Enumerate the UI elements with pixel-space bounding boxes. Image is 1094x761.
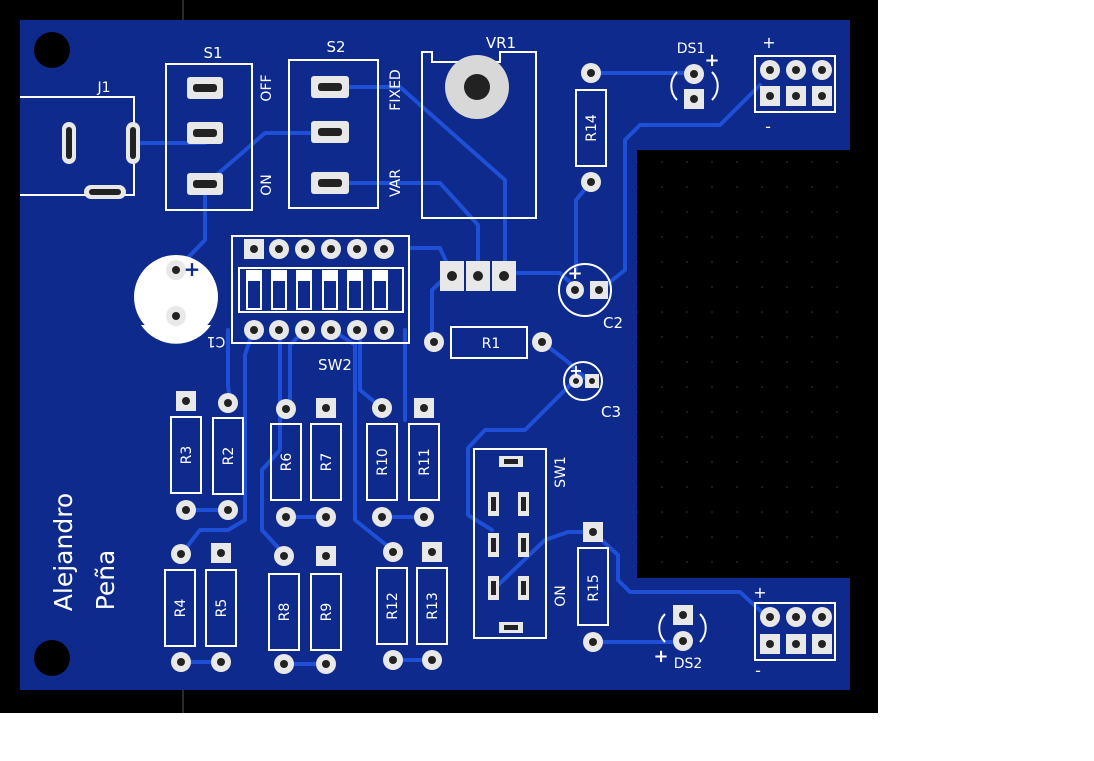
c1-plus: + [184, 257, 201, 281]
capacitor-c1: + C1 [130, 255, 225, 349]
c2-label: C2 [603, 314, 623, 332]
slide-switch-sw1: SW1 ON [473, 448, 569, 639]
s2-label: S2 [326, 38, 345, 56]
c3-plus: + [569, 361, 582, 380]
resistor-r7: R7 [310, 398, 342, 527]
mounting-hole-top [34, 32, 70, 68]
resistor-r8: R8 [268, 546, 300, 674]
ds1-label: DS1 [677, 41, 706, 57]
resistor-r11: R11 [408, 398, 440, 527]
resistor-r4: R4 [164, 544, 196, 672]
r15-label: R15 [586, 574, 602, 602]
sw1-label: SW1 [553, 456, 569, 488]
c2-plus: + [567, 263, 582, 284]
led-ds2: + DS2 [653, 605, 707, 672]
resistor-r2: R2 [212, 393, 244, 520]
sw1-on-label: ON [553, 585, 569, 607]
conn-bottom-plus: + [753, 583, 766, 602]
capacitor-c3: + C3 [563, 361, 621, 421]
led-ds1: DS1 + [670, 41, 720, 109]
r11-label: R11 [417, 448, 433, 476]
resistor-r9: R9 [310, 546, 342, 674]
author-line-1: Alejandro [49, 493, 78, 611]
r3-label: R3 [179, 446, 195, 465]
r13-label: R13 [425, 592, 441, 620]
s1-off-label: OFF [259, 74, 275, 101]
connector-bottom-right: + - [753, 583, 836, 680]
r6-label: R6 [279, 453, 295, 472]
dip-switch-sw2: SW2 [231, 235, 410, 374]
potentiometer-vr1: VR1 [421, 34, 537, 291]
resistor-r14: R14 [575, 63, 607, 192]
conn-top-minus: - [765, 117, 771, 136]
resistor-r6: R6 [270, 399, 302, 527]
mounting-hole-bottom [34, 640, 70, 676]
resistor-r1: R1 [424, 326, 552, 359]
s1-on-label: ON [259, 174, 275, 196]
connector-top-right: + - [754, 33, 836, 136]
s2-var-label: VAR [388, 169, 404, 197]
j1-connector: J1 [20, 80, 140, 199]
copper-pour [20, 20, 850, 690]
r10-label: R10 [375, 448, 391, 476]
conn-bottom-minus: - [755, 661, 761, 680]
ds1-plus: + [704, 50, 719, 71]
r5-label: R5 [214, 599, 230, 618]
c1-label: C1 [207, 333, 226, 349]
switch-s2: S2 FIXED VAR [288, 38, 404, 209]
resistor-r10: R10 [366, 398, 398, 527]
r9-label: R9 [319, 603, 335, 622]
resistor-r12: R12 [376, 542, 408, 670]
c3-label: C3 [601, 403, 621, 421]
resistor-r5: R5 [205, 543, 237, 672]
r4-label: R4 [173, 599, 189, 618]
s2-fixed-label: FIXED [388, 69, 404, 110]
switch-s1: S1 OFF ON [165, 44, 275, 211]
r7-label: R7 [319, 453, 335, 472]
ds2-label: DS2 [674, 656, 703, 672]
capacitor-c2: + C2 [558, 263, 623, 332]
cutout-area [637, 150, 850, 578]
r1-label: R1 [482, 336, 501, 352]
sw2-label: SW2 [318, 356, 352, 374]
ds2-plus: + [653, 646, 668, 667]
s1-label: S1 [203, 44, 222, 62]
conn-top-plus: + [762, 33, 775, 52]
j1-label: J1 [96, 80, 110, 96]
vr1-label: VR1 [486, 34, 516, 52]
r2-label: R2 [221, 447, 237, 466]
author-line-2: Peña [91, 550, 120, 611]
resistor-r13: R13 [416, 542, 448, 670]
resistor-r15: R15 [577, 522, 609, 652]
resistor-r3: R3 [170, 391, 202, 520]
r12-label: R12 [385, 592, 401, 620]
r14-label: R14 [584, 114, 600, 142]
r8-label: R8 [277, 603, 293, 622]
